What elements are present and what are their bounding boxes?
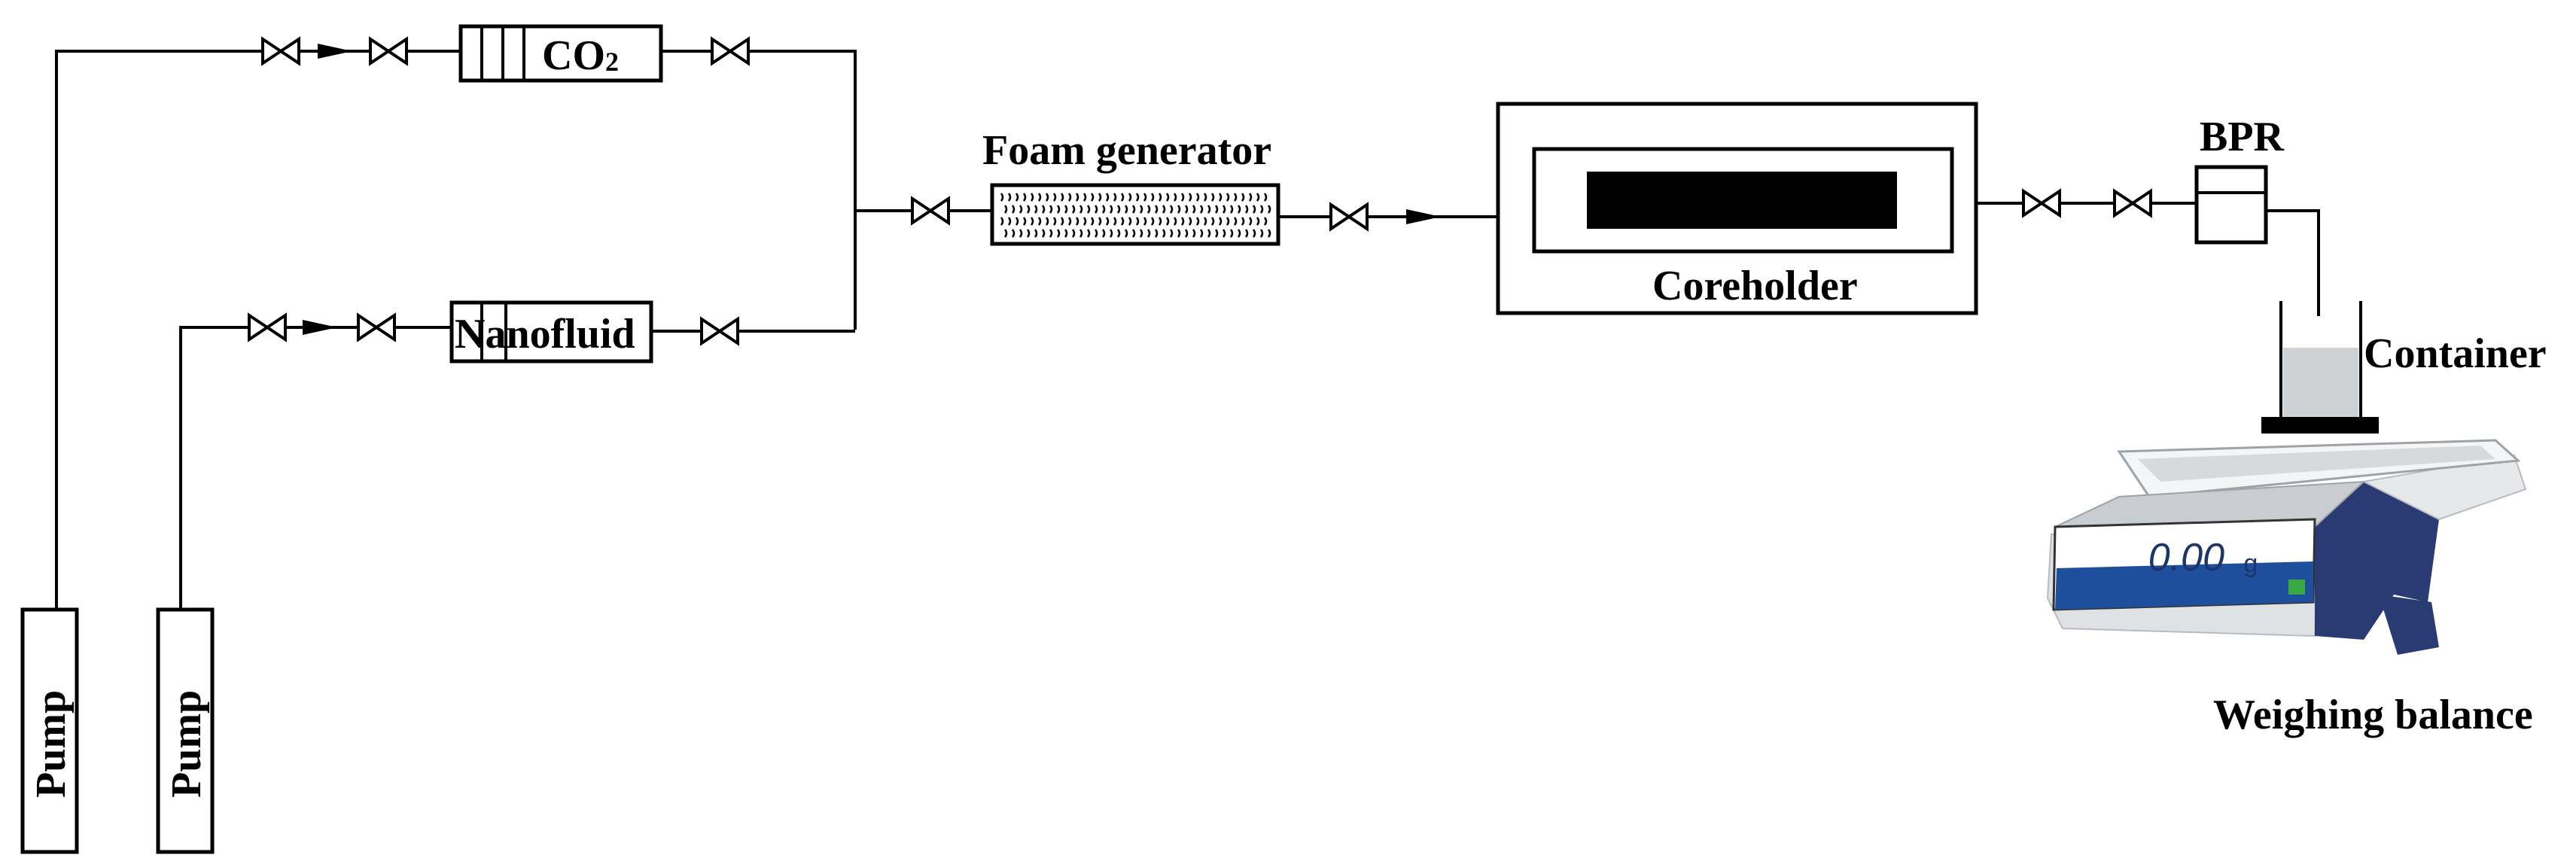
- core-sample: [1587, 172, 1897, 229]
- foam-generator-label: Foam generator: [982, 127, 1271, 174]
- foam-generator: Foam generator: [982, 127, 1280, 246]
- valve-icon: [357, 314, 396, 341]
- pump-left: Pump: [20, 607, 79, 854]
- valve-icon: [2113, 190, 2152, 217]
- valve-icon: [911, 197, 950, 224]
- valve-icon: [248, 314, 287, 341]
- foam-packing: [1000, 193, 1271, 238]
- weighing-balance-label: Weighing balance: [2213, 692, 2533, 738]
- pump-right-label: Pump: [163, 690, 210, 798]
- balance-unit: g: [2244, 549, 2258, 578]
- valve-icon: [1329, 203, 1369, 230]
- nanofluid-cylinder: Nanofluid: [449, 300, 653, 364]
- co2-label: CO2: [542, 32, 619, 79]
- coreholder-label: Coreholder: [1652, 263, 1858, 309]
- pump-left-label: Pump: [28, 690, 75, 798]
- pipe-bpr-to-container: [2266, 209, 2320, 316]
- pipe-co2-to-junction: [661, 50, 857, 330]
- flow-arrow-icon: [303, 320, 337, 335]
- balance-reading: 0.00: [2148, 536, 2224, 580]
- flow-arrow-icon: [1406, 209, 1441, 224]
- valve-icon: [700, 318, 739, 345]
- pump-right: Pump: [156, 607, 215, 854]
- bpr-label: BPR: [2200, 114, 2285, 160]
- co2-cylinder: CO2: [458, 24, 663, 83]
- coreholder: Coreholder: [1496, 102, 1978, 315]
- pipe-pump2-to-nanofluid: [179, 326, 452, 610]
- weighing-balance: 0.00 g Weighing balance: [2046, 439, 2533, 738]
- balance-status-indicator: [2288, 580, 2305, 595]
- valve-icon: [261, 38, 300, 65]
- container-label: Container: [2364, 330, 2547, 377]
- valve-icon: [369, 38, 408, 65]
- flow-arrows: [303, 44, 1441, 335]
- flow-arrow-icon: [318, 44, 352, 59]
- nanofluid-label: Nanofluid: [455, 311, 635, 357]
- valve-icon: [2022, 190, 2061, 217]
- valve-icon: [711, 38, 750, 65]
- container: Container: [2261, 301, 2547, 434]
- back-pressure-regulator: BPR: [2194, 114, 2285, 245]
